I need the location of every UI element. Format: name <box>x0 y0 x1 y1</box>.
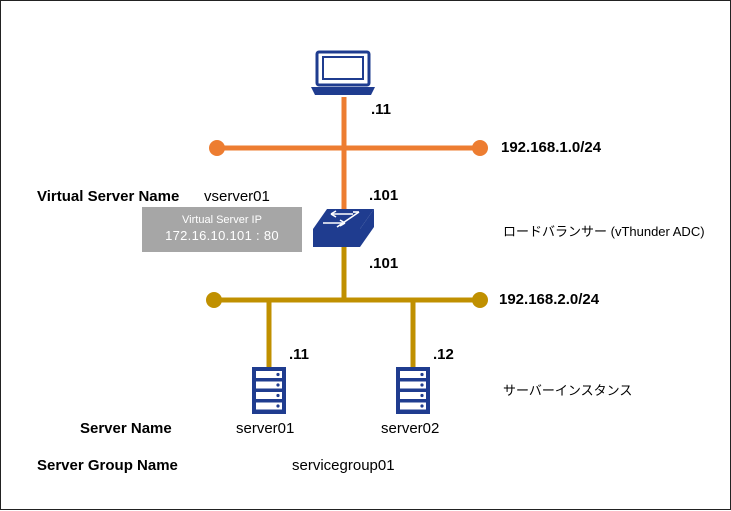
network2-cidr-label: 192.168.2.0/24 <box>499 291 600 308</box>
server1-name: server01 <box>236 420 295 437</box>
server-group-name-label: Server Group Name <box>37 457 178 474</box>
server-icon <box>252 367 286 414</box>
lb-host-net1-label: .101 <box>369 187 399 204</box>
server1-host-label: .11 <box>289 346 310 363</box>
server2-host-label: .12 <box>433 346 454 363</box>
switch-icon <box>313 209 374 247</box>
network1-left-endpoint <box>209 140 225 156</box>
lb-host-net2-label: .101 <box>369 255 399 272</box>
network2-right-endpoint <box>472 292 488 308</box>
virtual-server-ip-box: Virtual Server IP 172.16.10.101 : 80 <box>142 207 302 252</box>
server-group-name-value: servicegroup01 <box>292 457 395 474</box>
client-host-label: .11 <box>371 101 392 118</box>
server-name-label: Server Name <box>80 420 172 437</box>
network2-left-endpoint <box>206 292 222 308</box>
network1-cidr-label: 192.168.1.0/24 <box>501 139 602 156</box>
network1-right-endpoint <box>472 140 488 156</box>
server2-name: server02 <box>381 420 440 437</box>
virtual-server-ip-value: 172.16.10.101 : 80 <box>165 228 279 243</box>
virtual-server-name-label: Virtual Server Name <box>37 188 180 205</box>
server-icon <box>396 367 430 414</box>
server-instances-label: サーバーインスタンス <box>503 383 633 398</box>
virtual-server-ip-label: Virtual Server IP <box>182 214 262 226</box>
load-balancer-label: ロードバランサー (vThunder ADC) <box>503 224 705 239</box>
virtual-server-name-value: vserver01 <box>204 188 270 205</box>
laptop-icon <box>311 50 375 95</box>
